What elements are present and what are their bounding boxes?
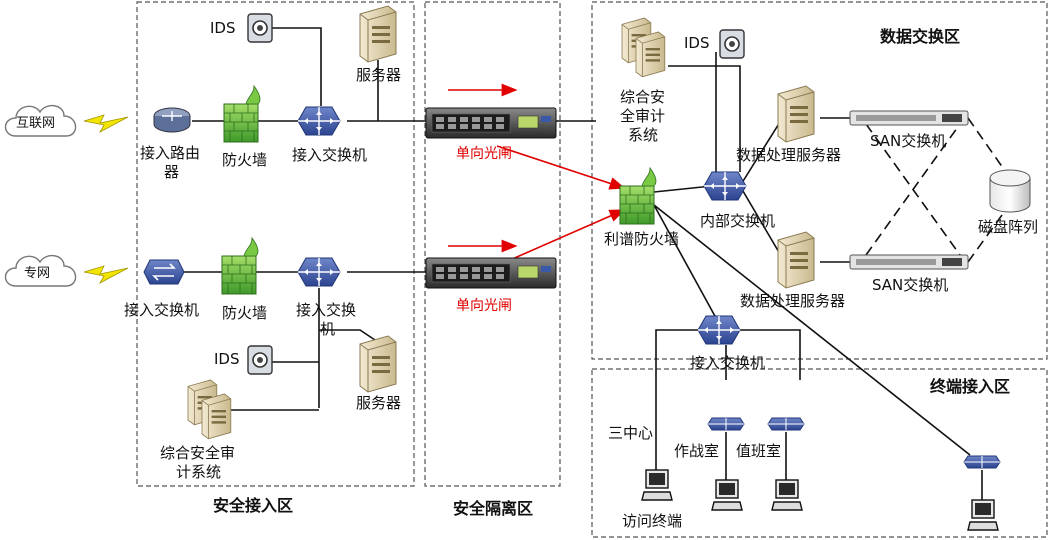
visit-terminal-label: 访问终端 — [622, 512, 682, 530]
audit-data-label-line2: 全审计 — [620, 107, 665, 125]
audit-data-icon — [622, 18, 665, 77]
war-room-switch-icon — [707, 417, 745, 431]
pc-war-room-icon — [711, 479, 743, 511]
pc-duty-room-icon — [771, 479, 803, 511]
lightning-internet-icon — [83, 114, 129, 134]
zone-secure-isolation — [424, 1, 561, 487]
san-switch-bottom-icon — [849, 254, 969, 270]
ids-top-label: IDS — [210, 19, 236, 37]
zone-secure-access — [136, 1, 415, 487]
audit-data-label-line1: 综合安 — [620, 88, 665, 106]
dp-server-top-icon — [777, 85, 815, 143]
optical-gate-bottom-label: 单向光闸 — [456, 298, 512, 314]
pc-center-icon — [641, 469, 673, 501]
pc-remote-icon — [967, 499, 999, 531]
firewall-top-label: 防火墙 — [222, 151, 267, 169]
center-label: 三中心 — [608, 424, 653, 442]
router-label-line2: 器 — [164, 163, 179, 181]
firewall-lipu-label: 利谱防火墙 — [604, 230, 679, 248]
server-top-label: 服务器 — [356, 66, 401, 84]
zone-label-data-exchange: 数据交换区 — [880, 27, 960, 46]
router-label-line1: 接入路由 — [140, 144, 200, 162]
remote-switch-icon — [963, 455, 1001, 469]
switch-top-label: 接入交换机 — [292, 146, 367, 164]
internal-switch-icon — [703, 171, 747, 201]
firewall-bottom-label: 防火墙 — [222, 304, 267, 322]
disk-array-label: 磁盘阵列 — [978, 218, 1038, 236]
audit-bottom-label-line2: 计系统 — [176, 463, 221, 481]
server-bottom-icon — [359, 335, 397, 393]
san-switch-top-icon — [849, 110, 969, 126]
war-room-label: 作战室 — [674, 442, 719, 460]
ids-data-icon — [719, 29, 745, 59]
switch-bottom-right-icon — [297, 257, 341, 287]
internal-switch-label: 内部交换机 — [700, 212, 775, 230]
audit-bottom-icon — [188, 380, 231, 439]
switch-bottom-right-label-line2: 机 — [320, 320, 335, 338]
server-top-icon — [359, 5, 397, 63]
ids-data-label: IDS — [684, 34, 710, 52]
dp-server-bottom-label: 数据处理服务器 — [740, 292, 845, 310]
zone-data-exchange — [591, 1, 1048, 360]
switch-top-icon — [297, 106, 341, 136]
terminal-access-switch-icon — [697, 315, 741, 345]
dp-server-top-label: 数据处理服务器 — [736, 146, 841, 164]
duty-room-switch-icon — [767, 417, 805, 431]
audit-data-label-line3: 系统 — [628, 126, 658, 144]
ids-bottom-label: IDS — [214, 350, 240, 368]
ids-top-icon — [247, 13, 273, 43]
server-bottom-label: 服务器 — [356, 394, 401, 412]
san-switch-bottom-label: SAN交换机 — [872, 276, 948, 294]
zone-terminal-access — [591, 368, 1048, 538]
terminal-access-switch-label: 接入交换机 — [690, 354, 765, 372]
dp-server-bottom-icon — [777, 231, 815, 289]
san-switch-top-label: SAN交换机 — [870, 132, 946, 150]
optical-gate-top-icon — [425, 107, 557, 139]
optical-gate-top-label: 单向光闸 — [456, 146, 512, 162]
optical-gate-bottom-icon — [425, 257, 557, 289]
router-icon — [153, 107, 191, 133]
disk-array-icon — [989, 169, 1031, 213]
zone-label-terminal-access: 终端接入区 — [930, 377, 1010, 396]
switch-bottom-left-icon — [143, 259, 185, 285]
cloud-internet-label: 互联网 — [16, 116, 55, 131]
ids-bottom-icon — [247, 345, 273, 375]
firewall-lipu-icon — [619, 167, 657, 225]
firewall-top-icon — [223, 85, 261, 143]
zone-label-secure-access: 安全接入区 — [213, 496, 293, 515]
lightning-private-icon — [83, 265, 129, 285]
firewall-bottom-icon — [221, 237, 259, 295]
switch-bottom-left-label: 接入交换机 — [124, 301, 199, 319]
audit-bottom-label-line1: 综合安全审 — [160, 444, 235, 462]
cloud-private-label: 专网 — [24, 266, 50, 281]
switch-bottom-right-label-line1: 接入交换 — [296, 301, 356, 319]
duty-room-label: 值班室 — [736, 442, 781, 460]
zone-label-secure-isolation: 安全隔离区 — [453, 499, 533, 518]
